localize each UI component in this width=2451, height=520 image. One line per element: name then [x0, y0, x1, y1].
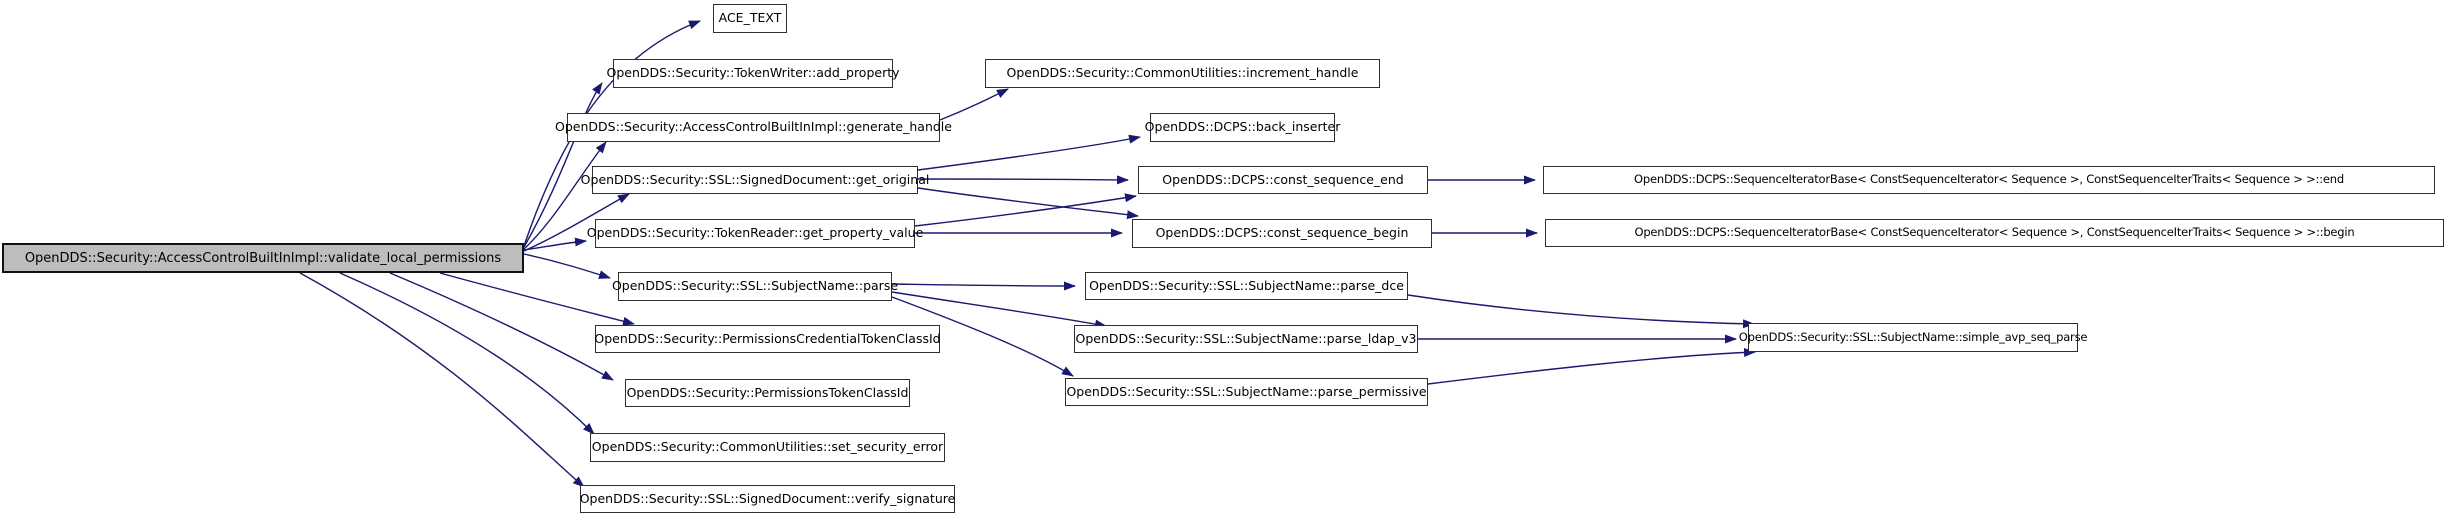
node-const-sequence-begin[interactable]: OpenDDS::DCPS::const_sequence_begin: [1132, 219, 1432, 248]
edge-paths: [299, 20, 1756, 488]
node-label: OpenDDS::DCPS::const_sequence_end: [1162, 171, 1404, 187]
node-label: OpenDDS::DCPS::back_inserter: [1144, 119, 1341, 135]
node-label: OpenDDS::Security::AccessControlBuiltInI…: [24, 250, 502, 266]
node-label: OpenDDS::DCPS::SequenceIteratorBase< Con…: [1634, 225, 2355, 240]
node-parse-permissive[interactable]: OpenDDS::Security::SSL::SubjectName::par…: [1065, 378, 1428, 406]
node-parse-ldap-v3[interactable]: OpenDDS::Security::SSL::SubjectName::par…: [1074, 325, 1418, 353]
node-simple-avp-seq-parse[interactable]: OpenDDS::Security::SSL::SubjectName::sim…: [1739, 323, 2087, 352]
node-permissions-token-class-id[interactable]: OpenDDS::Security::PermissionsTokenClass…: [625, 379, 910, 407]
node-validate-local-permissions[interactable]: OpenDDS::Security::AccessControlBuiltInI…: [2, 243, 524, 273]
node-label: OpenDDS::Security::SSL::SignedDocument::…: [580, 171, 930, 187]
node-label: OpenDDS::Security::SSL::SubjectName::par…: [1075, 330, 1417, 346]
node-label: OpenDDS::Security::SSL::SubjectName::par…: [1066, 383, 1427, 399]
node-label: OpenDDS::Security::SSL::SubjectName::par…: [1089, 277, 1404, 293]
node-label: OpenDDS::Security::AccessControlBuiltInI…: [555, 119, 952, 135]
node-verify-signature[interactable]: OpenDDS::Security::SSL::SignedDocument::…: [580, 485, 955, 513]
node-get-original[interactable]: OpenDDS::Security::SSL::SignedDocument::…: [581, 166, 929, 194]
node-permissions-credential-token-class-id[interactable]: OpenDDS::Security::PermissionsCredential…: [594, 325, 941, 353]
node-generate-handle[interactable]: OpenDDS::Security::AccessControlBuiltInI…: [555, 113, 952, 142]
node-add-property[interactable]: OpenDDS::Security::TokenWriter::add_prop…: [606, 59, 900, 88]
node-subject-name-parse[interactable]: OpenDDS::Security::SSL::SubjectName::par…: [612, 272, 898, 301]
node-label: OpenDDS::Security::PermissionsCredential…: [594, 330, 941, 346]
node-label: OpenDDS::Security::CommonUtilities::incr…: [1006, 65, 1359, 81]
node-label: OpenDDS::DCPS::SequenceIteratorBase< Con…: [1634, 172, 2344, 187]
node-label: OpenDDS::Security::SSL::SubjectName::par…: [611, 278, 899, 294]
node-increment-handle[interactable]: OpenDDS::Security::CommonUtilities::incr…: [985, 59, 1380, 88]
node-label: ACE_TEXT: [718, 10, 782, 26]
node-label: OpenDDS::Security::PermissionsTokenClass…: [626, 384, 909, 400]
node-label: OpenDDS::Security::TokenWriter::add_prop…: [606, 65, 900, 81]
node-label: OpenDDS::DCPS::const_sequence_begin: [1155, 225, 1409, 241]
node-back-inserter[interactable]: OpenDDS::DCPS::back_inserter: [1145, 113, 1340, 142]
node-const-sequence-end[interactable]: OpenDDS::DCPS::const_sequence_end: [1138, 166, 1428, 194]
node-ace-text[interactable]: ACE_TEXT: [713, 4, 787, 33]
node-set-security-error[interactable]: OpenDDS::Security::CommonUtilities::set_…: [590, 433, 945, 462]
node-label: OpenDDS::Security::TokenReader::get_prop…: [586, 225, 924, 241]
node-label: OpenDDS::Security::CommonUtilities::set_…: [591, 439, 944, 455]
node-label: OpenDDS::Security::SSL::SubjectName::sim…: [1738, 329, 2088, 344]
node-sequence-iterator-base-end[interactable]: OpenDDS::DCPS::SequenceIteratorBase< Con…: [1543, 166, 2435, 194]
node-get-property-value[interactable]: OpenDDS::Security::TokenReader::get_prop…: [587, 219, 923, 248]
node-sequence-iterator-base-begin[interactable]: OpenDDS::DCPS::SequenceIteratorBase< Con…: [1545, 219, 2444, 247]
node-parse-dce[interactable]: OpenDDS::Security::SSL::SubjectName::par…: [1085, 272, 1408, 300]
node-label: OpenDDS::Security::SSL::SignedDocument::…: [579, 490, 956, 506]
